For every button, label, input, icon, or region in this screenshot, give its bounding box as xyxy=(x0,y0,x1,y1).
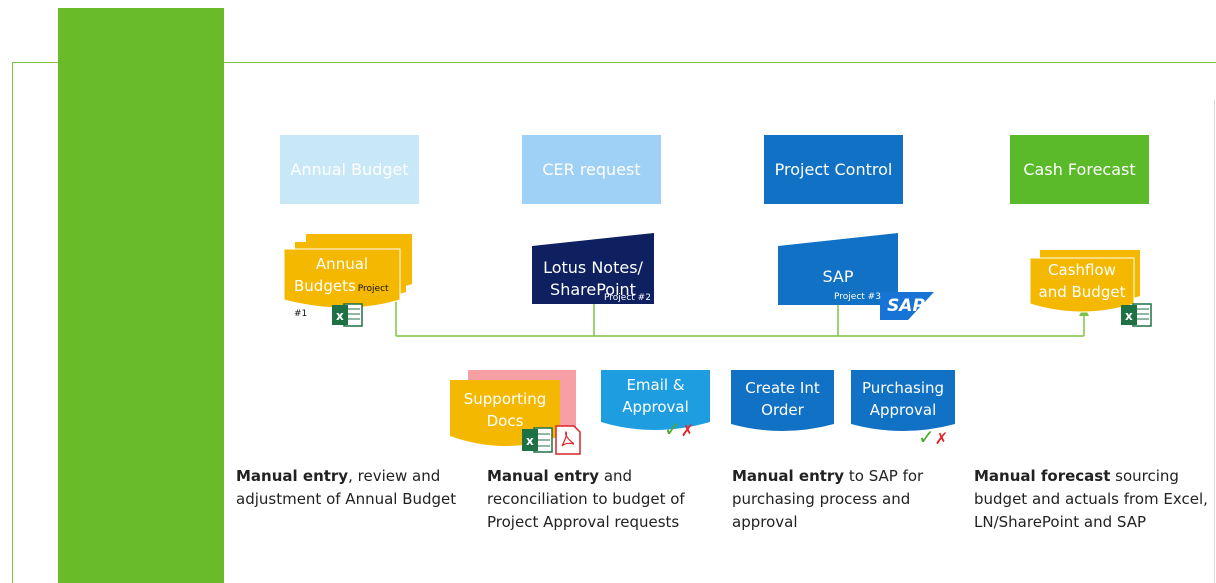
email-approval-line2: Approval xyxy=(622,398,689,416)
caption-line2: reconciliation to budget of xyxy=(487,490,685,508)
frame-left-line xyxy=(12,62,13,583)
lotus-line1: Lotus Notes/ xyxy=(543,258,643,277)
caption-cer-request: Manual entry and reconciliation to budge… xyxy=(487,465,717,534)
caption-line1: Manual entry to SAP for xyxy=(732,465,962,488)
caption-line3: LN/SharePoint and SAP xyxy=(974,513,1147,531)
caption-line2: purchasing process and xyxy=(732,490,911,508)
excel-icon: x xyxy=(522,427,553,453)
svg-text:x: x xyxy=(336,309,344,323)
caption-rest: sourcing xyxy=(1110,467,1179,485)
supporting-docs-label: Supporting Docs xyxy=(450,388,560,432)
caption-bold: Manual entry xyxy=(236,467,349,485)
caption-line1: Manual forecast sourcing xyxy=(974,465,1214,488)
category-annual-budget: Annual Budget xyxy=(280,135,419,204)
email-approval-shape xyxy=(601,370,710,430)
cashflow-label: Cashflow and Budget xyxy=(1030,259,1134,303)
purchasing-approval-label: Purchasing Approval xyxy=(851,377,955,421)
cashflow-line1: Cashflow xyxy=(1048,261,1116,279)
caption-line2: budget and actuals from Excel, xyxy=(974,490,1208,508)
caption-line1: Manual entry, review and xyxy=(236,465,471,488)
create-order-line1: Create Int xyxy=(745,379,820,397)
project-3-tag: Project #3 xyxy=(834,292,881,302)
annual-budgets-line2-text: Budgets xyxy=(294,277,356,295)
caption-line3: Project Approval requests xyxy=(487,513,680,531)
email-approval-line1: Email & xyxy=(626,376,685,394)
supporting-docs-line2: Docs xyxy=(486,412,524,430)
cashflow-line2: and Budget xyxy=(1038,283,1126,301)
caption-line1: Manual entry and xyxy=(487,465,717,488)
caption-rest: and xyxy=(599,467,633,485)
caption-project-control: Manual entry to SAP for purchasing proce… xyxy=(732,465,962,534)
category-project-control: Project Control xyxy=(764,135,903,204)
caption-rest: to SAP for xyxy=(844,467,924,485)
supporting-docs-line1: Supporting xyxy=(463,390,547,408)
project-2-tag: Project #2 xyxy=(604,293,651,303)
category-cash-forecast: Cash Forecast xyxy=(1010,135,1149,204)
connector-lines xyxy=(395,298,1085,337)
svg-text:x: x xyxy=(526,434,534,448)
pdf-icon xyxy=(555,425,581,455)
lotus-line2: SharePoint xyxy=(550,280,636,299)
svg-text:x: x xyxy=(1125,309,1133,323)
check-icon: ✓ xyxy=(918,425,935,449)
excel-icon: x xyxy=(332,303,363,327)
category-label: Cash Forecast xyxy=(1023,160,1136,179)
lotus-notes-shape xyxy=(532,233,654,304)
create-order-shape xyxy=(731,370,834,431)
caption-bold: Manual entry xyxy=(732,467,845,485)
category-label: Project Control xyxy=(774,160,893,179)
create-order-label: Create Int Order xyxy=(731,377,834,421)
excel-icon: x xyxy=(1121,303,1152,327)
caption-cash-forecast: Manual forecast sourcing budget and actu… xyxy=(974,465,1214,534)
email-approval-label: Email & Approval xyxy=(601,374,710,418)
purchasing-approval-shape xyxy=(851,370,955,431)
create-order-line2: Order xyxy=(761,401,804,419)
caption-rest: , review and xyxy=(348,467,441,485)
caption-line2: adjustment of Annual Budget xyxy=(236,490,457,508)
category-label: Annual Budget xyxy=(290,160,409,179)
project-1-tag: Project #1 xyxy=(294,284,389,319)
purchasing-approval-line2: Approval xyxy=(869,401,937,419)
frame-top-line xyxy=(12,62,1216,63)
cross-icon: ✗ xyxy=(934,429,949,448)
category-cer-request: CER request xyxy=(522,135,661,204)
frame-right-line xyxy=(1214,100,1215,583)
cross-icon: ✗ xyxy=(680,421,695,440)
left-green-bar xyxy=(58,8,224,583)
sap-shape xyxy=(778,233,898,305)
annual-budgets-line1: Annual xyxy=(315,255,369,273)
check-icon: ✓ xyxy=(664,417,681,441)
cashflow-doc xyxy=(1029,250,1140,313)
purchasing-approval-line1: Purchasing xyxy=(861,379,945,397)
sap-logo-shape xyxy=(880,292,934,320)
approval-marks: ✓✗ xyxy=(664,417,694,441)
purchasing-marks: ✓✗ xyxy=(918,425,948,449)
sap-logo: SAP xyxy=(887,296,925,316)
caption-annual-budget: Manual entry, review and adjustment of A… xyxy=(236,465,471,511)
caption-line3: approval xyxy=(732,513,798,531)
annual-budgets-doc xyxy=(283,234,412,309)
caption-bold: Manual forecast xyxy=(974,467,1111,485)
caption-bold: Manual entry xyxy=(487,467,600,485)
category-label: CER request xyxy=(542,160,641,179)
sap-label: SAP xyxy=(822,267,854,286)
lotus-notes-label: Lotus Notes/ SharePoint xyxy=(532,257,654,301)
